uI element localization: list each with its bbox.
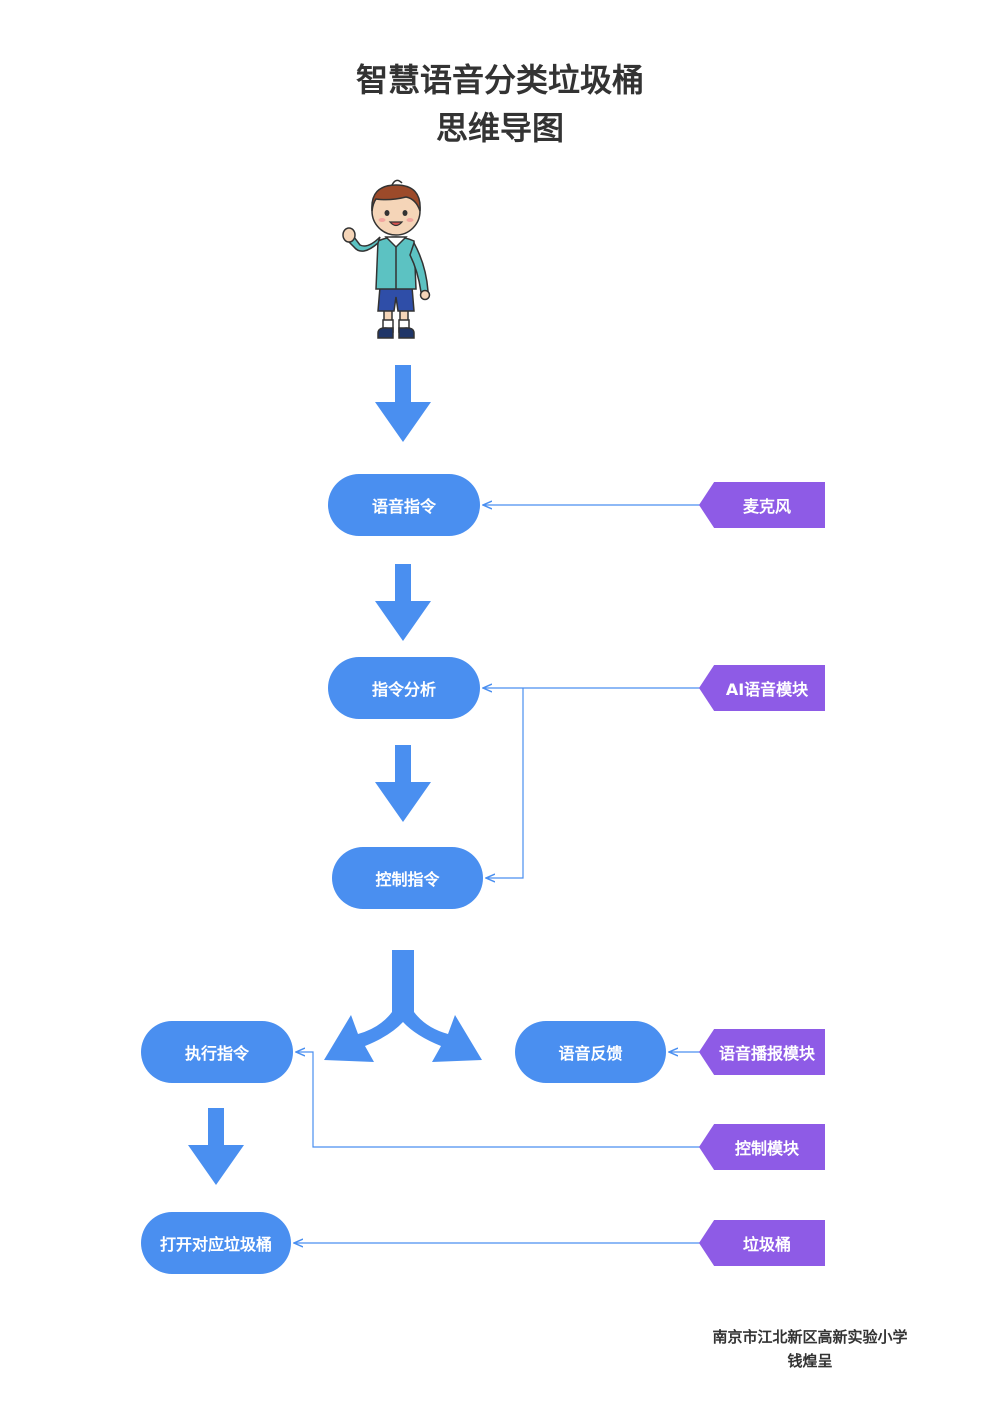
credit-school: 南京市江北新区高新实验小学 [712,1328,908,1346]
tag-ai-voice-module: AI语音模块 [699,665,825,711]
credit-author: 钱煌呈 [787,1352,833,1370]
boy-illustration [342,179,431,339]
control-module-connector [296,1052,700,1148]
split-arrow [324,950,482,1062]
tag-control-module: 控制模块 [699,1124,825,1170]
down-arrow-2 [375,564,431,641]
tag-trash-bin: 垃圾桶 [699,1220,825,1266]
node-voice-command: 语音指令 [328,474,480,536]
down-arrow-1 [375,365,431,442]
node-command-analysis: 指令分析 [328,657,480,719]
tag-voice-broadcast-module: 语音播报模块 [699,1029,825,1075]
diagram-title-line1: 智慧语音分类垃圾桶 [355,61,644,99]
down-arrow-3 [375,745,431,822]
node-open-bin: 打开对应垃圾桶 [141,1212,291,1274]
down-arrow-4 [188,1108,244,1185]
diagram-title-line2: 思维导图 [435,109,564,147]
node-voice-feedback: 语音反馈 [515,1021,666,1083]
ai-to-control-connector [486,688,524,878]
node-control-command: 控制指令 [332,847,483,909]
node-execute-command: 执行指令 [141,1021,293,1083]
tag-microphone: 麦克风 [699,482,825,528]
